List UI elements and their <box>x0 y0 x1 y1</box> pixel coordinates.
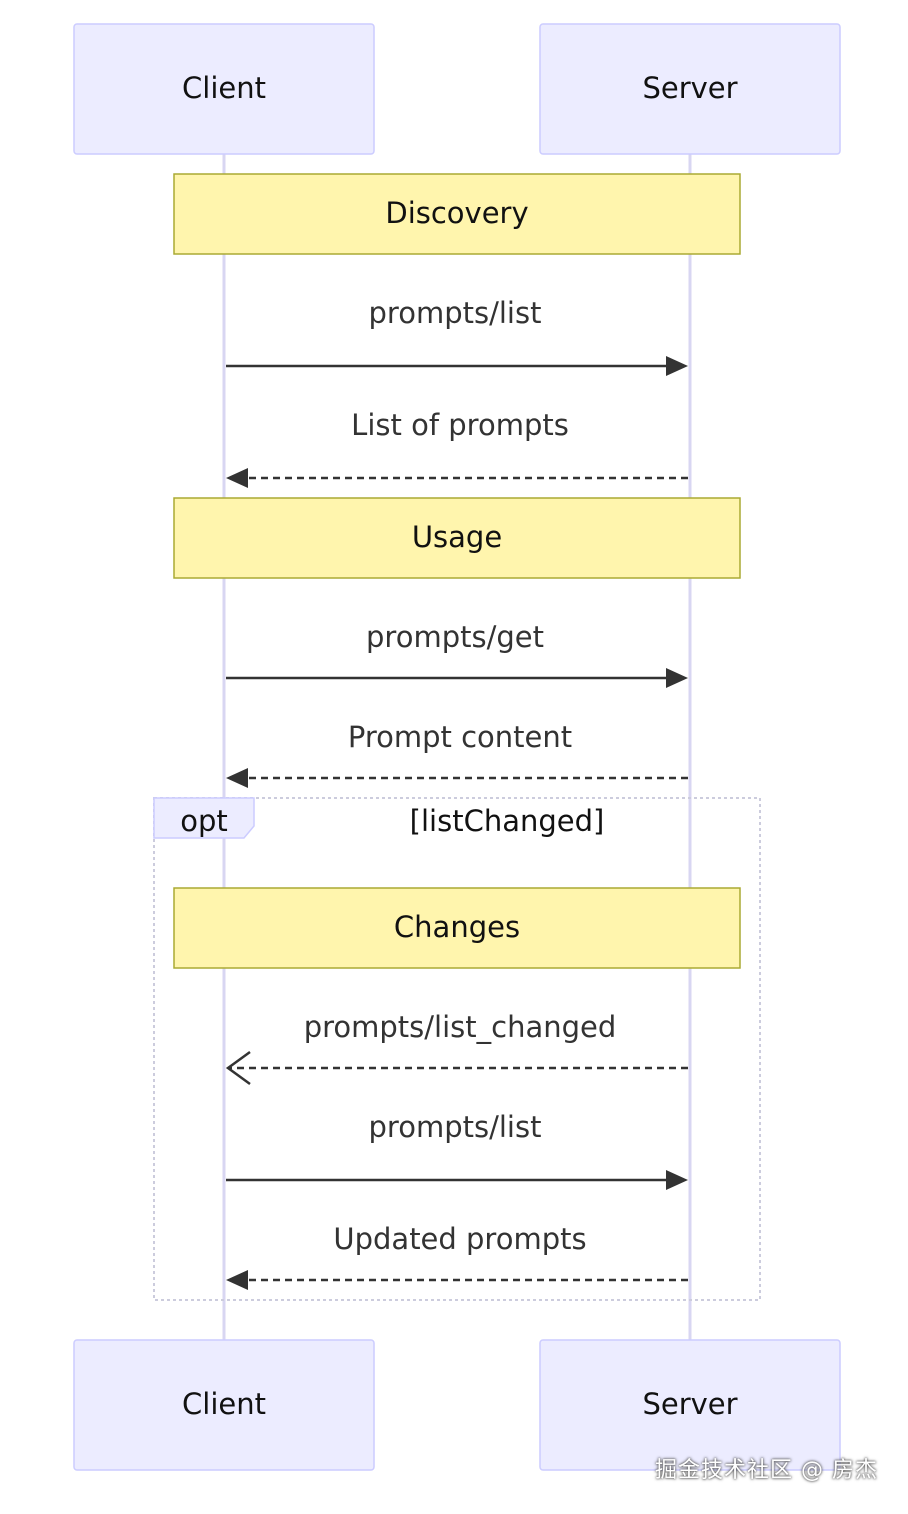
client-actor-top-label: Client <box>182 71 266 105</box>
server-actor-top[interactable]: Server <box>539 23 841 155</box>
note-changes: Changes <box>173 887 741 969</box>
client-actor-top[interactable]: Client <box>73 23 375 155</box>
arrow-right-icon <box>666 1170 688 1190</box>
message-updated-prompts: Updated prompts <box>226 1222 688 1290</box>
message-updated-prompts-label: Updated prompts <box>333 1222 586 1256</box>
server-actor-bottom[interactable]: Server <box>539 1339 841 1471</box>
server-actor-bottom-label: Server <box>642 1387 737 1421</box>
note-discovery-label: Discovery <box>385 196 528 230</box>
arrow-right-icon <box>666 668 688 688</box>
message-prompts-list-changed-label: prompts/list_changed <box>304 1010 617 1044</box>
note-changes-label: Changes <box>394 910 520 944</box>
opt-label: opt <box>180 804 228 838</box>
message-prompt-content: Prompt content <box>226 720 688 788</box>
message-list-of-prompts: List of prompts <box>226 408 688 488</box>
note-usage: Usage <box>173 497 741 579</box>
message-list-of-prompts-label: List of prompts <box>351 408 569 442</box>
message-prompts-list-changed: prompts/list_changed <box>225 1010 688 1086</box>
message-prompts-get-label: prompts/get <box>366 620 544 654</box>
message-prompts-list-2: prompts/list <box>226 1110 688 1190</box>
arrow-left-icon <box>226 1270 248 1290</box>
message-prompts-list: prompts/list <box>226 296 688 376</box>
client-actor-bottom-label: Client <box>182 1387 266 1421</box>
open-arrow-left-icon <box>225 1050 251 1086</box>
message-prompts-list-2-label: prompts/list <box>369 1110 542 1144</box>
server-actor-top-label: Server <box>642 71 737 105</box>
message-prompts-list-label: prompts/list <box>369 296 542 330</box>
opt-condition: [listChanged] <box>410 804 605 838</box>
message-prompt-content-label: Prompt content <box>348 720 572 754</box>
arrow-left-icon <box>226 468 248 488</box>
arrow-left-icon <box>226 768 248 788</box>
opt-block: opt [listChanged] <box>153 797 761 1301</box>
watermark: 掘金技术社区 @ 房杰 <box>655 1458 878 1483</box>
note-usage-label: Usage <box>412 520 502 554</box>
opt-label-tab <box>153 797 255 839</box>
message-prompts-get: prompts/get <box>226 620 688 688</box>
arrow-right-icon <box>666 356 688 376</box>
client-actor-bottom[interactable]: Client <box>73 1339 375 1471</box>
note-discovery: Discovery <box>173 173 741 255</box>
